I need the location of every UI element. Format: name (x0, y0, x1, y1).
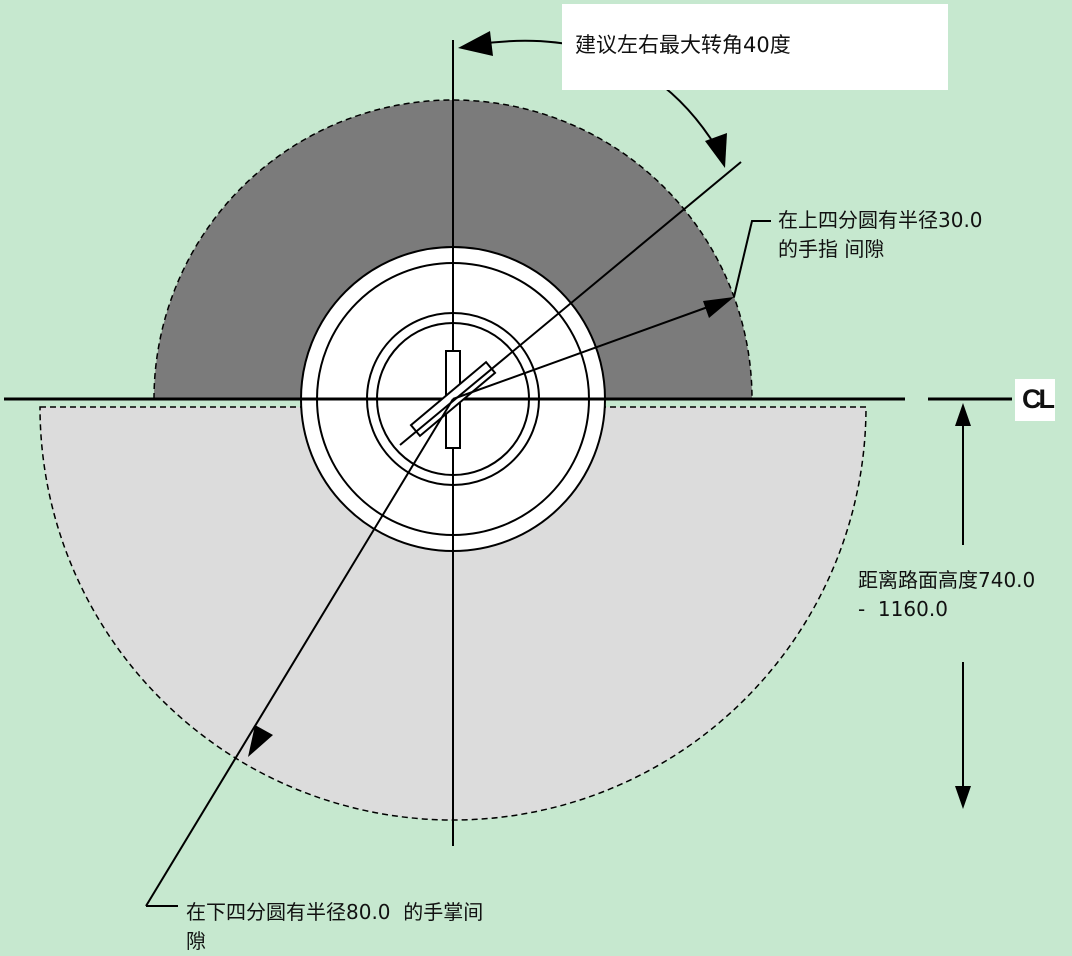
angle-arc-right-arrowhead (705, 133, 727, 168)
finger-radius-arrowhead (703, 297, 734, 318)
finger-clearance-line-1: 在上四分圆有半径30.0 (778, 208, 983, 232)
finger-clearance-label: 在上四分圆有半径30.0 的手指 间隙 (778, 206, 983, 264)
centerline-mark-label: CL (1022, 384, 1055, 414)
height-dimension-up-arrowhead (955, 403, 971, 426)
palm-clearance-label: 在下四分圆有半径80.0 的手掌间 隙 (186, 898, 483, 956)
palm-radius-arrowhead (248, 725, 273, 757)
height-range-line-2: - 1160.0 (858, 597, 948, 621)
angle-arc-left-arrowhead (458, 31, 493, 56)
finger-clearance-radius (452, 298, 731, 400)
finger-clearance-line-2: 的手指 间隙 (778, 237, 885, 261)
height-range-line-1: 距离路面高度740.0 (858, 568, 1036, 592)
centerline-mark-box (1015, 379, 1055, 421)
palm-clearance-line-2: 隙 (186, 929, 206, 953)
angle-note-label: 建议左右最大转角40度 (575, 33, 791, 57)
height-range-label: 距离路面高度740.0 - 1160.0 (858, 566, 1035, 624)
height-dimension-down-arrowhead (955, 786, 971, 809)
palm-clearance-line-1: 在下四分圆有半径80.0 的手掌间 (186, 900, 484, 924)
finger-leader-line (733, 220, 771, 298)
angle-note-box (562, 4, 948, 90)
palm-clearance-radius (145, 398, 454, 907)
